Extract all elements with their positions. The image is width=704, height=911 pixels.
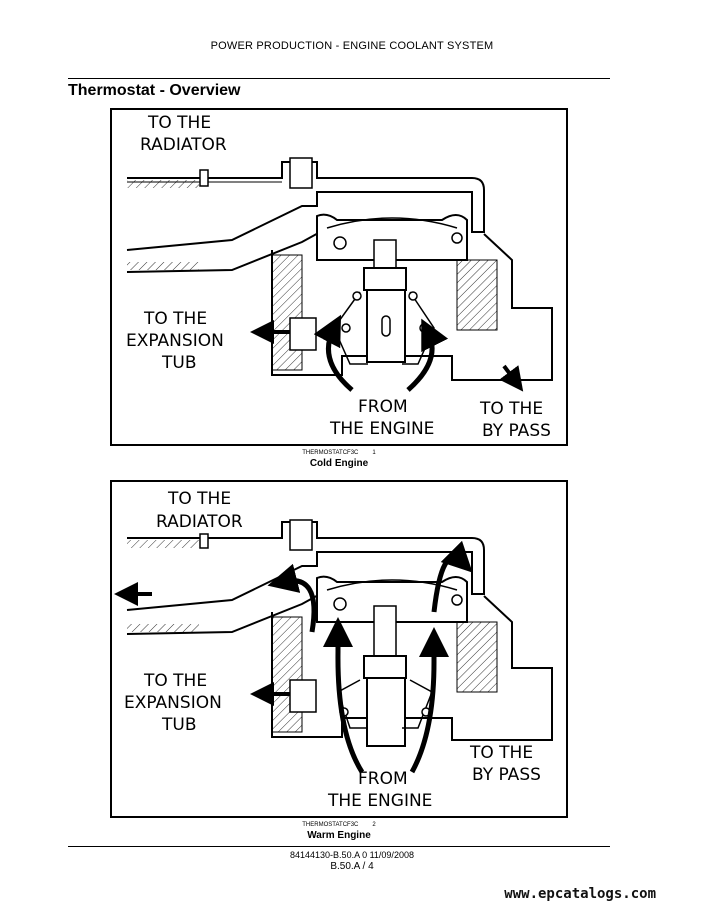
label-to-the-radiator-line1: TO THE [167, 489, 231, 509]
label-to-the-bypass-line1: TO THE [469, 743, 533, 763]
figure-warm-engine: TO THE RADIATOR TO THE EXPANSION TUB FRO… [110, 480, 568, 818]
label-to-the-expansion-line2: EXPANSION [126, 331, 224, 351]
label-to-the-expansion-line1: TO THE [143, 309, 207, 329]
thermostat-diagram-cold: TO THE RADIATOR TO THE EXPANSION TUB FRO… [126, 113, 553, 441]
label-to-the-expansion-line1: TO THE [143, 671, 207, 691]
label-to-the-radiator-line2: RADIATOR [156, 512, 243, 532]
label-from-the-engine-line1: FROM [358, 769, 408, 789]
header-rule [68, 78, 610, 79]
label-to-the-expansion-line3: TUB [161, 715, 197, 735]
figure-cold-engine: TO THE RADIATOR TO THE EXPANSION TUB FRO… [110, 108, 568, 446]
footer-page-number: B.50.A / 4 [330, 861, 374, 872]
page-header-title: POWER PRODUCTION - ENGINE COOLANT SYSTEM [210, 40, 494, 52]
section-title: Thermostat - Overview [68, 82, 241, 99]
label-to-the-bypass-line1: TO THE [479, 399, 543, 419]
label-to-the-bypass-line2: BY PASS [482, 421, 551, 441]
label-to-the-bypass-line2: BY PASS [472, 765, 541, 785]
label-to-the-radiator-line2: RADIATOR [140, 135, 227, 155]
footer-rule [68, 846, 610, 847]
label-from-the-engine-line1: FROM [358, 397, 408, 417]
watermark-url: www.epcatalogs.com [504, 886, 656, 902]
label-from-the-engine-line2: THE ENGINE [327, 791, 432, 811]
label-to-the-expansion-line3: TUB [161, 353, 197, 373]
figure-1-caption: Cold Engine [309, 458, 369, 469]
figure-2-caption: Warm Engine [307, 830, 371, 841]
label-to-the-expansion-line2: EXPANSION [124, 693, 222, 713]
label-from-the-engine-line2: THE ENGINE [329, 419, 434, 439]
label-to-the-radiator-line1: TO THE [147, 113, 211, 133]
footer-doc-ref: 84144130-B.50.A 0 11/09/2008 [290, 850, 414, 860]
thermostat-diagram-warm: TO THE RADIATOR TO THE EXPANSION TUB FRO… [114, 489, 553, 811]
